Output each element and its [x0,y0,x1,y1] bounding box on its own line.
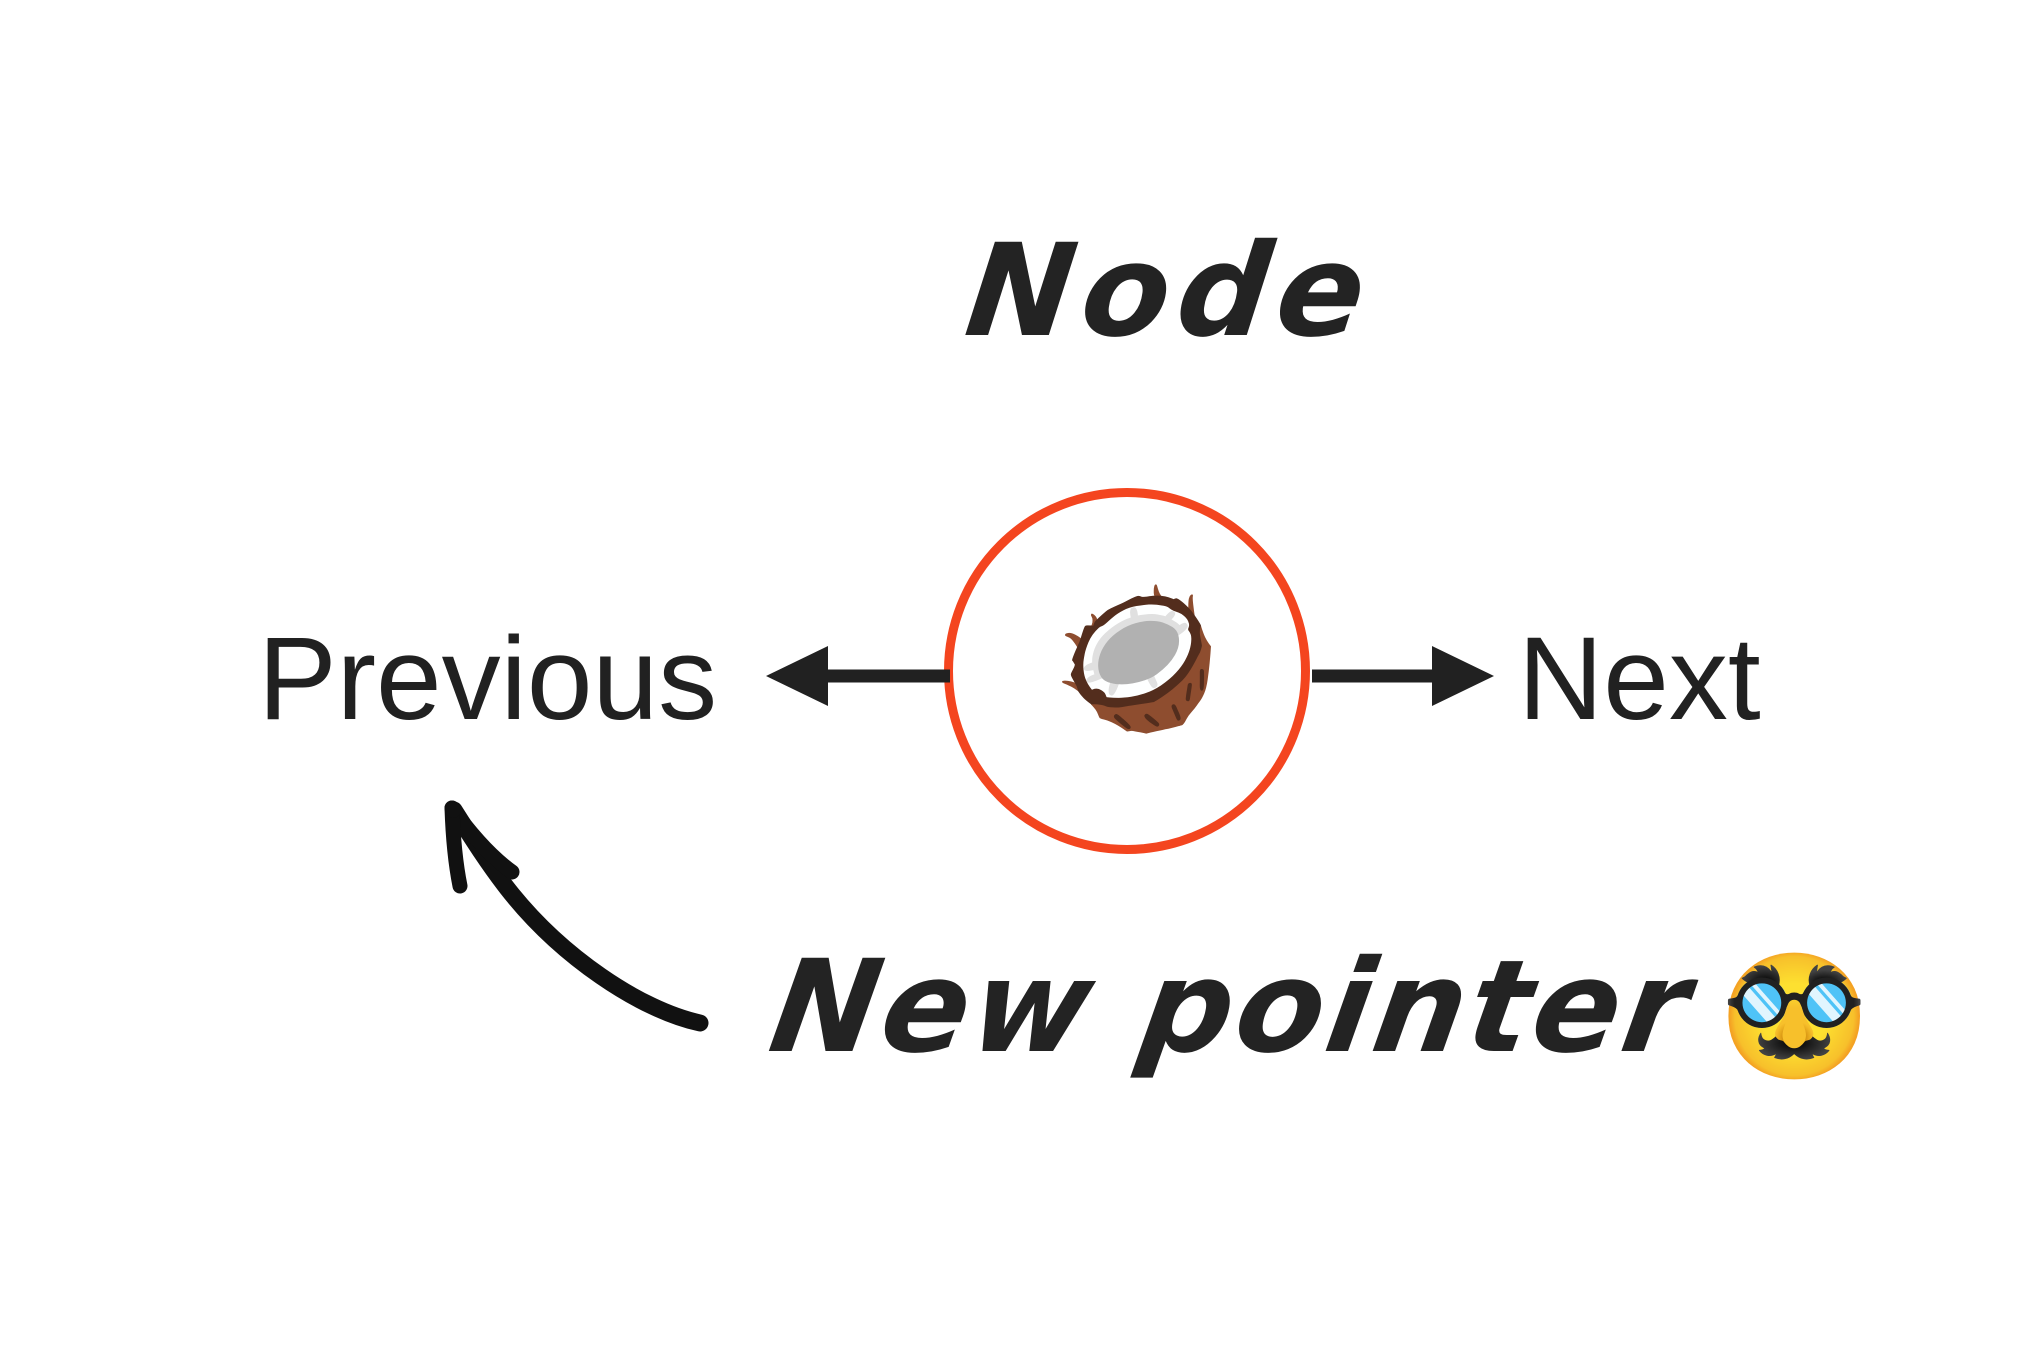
new-pointer-annotation: New pointer🥸 [761,933,1883,1086]
next-arrow [1312,646,1494,706]
curved-arrow-head-lower [444,800,468,894]
previous-arrow-head [766,646,828,706]
node-label: Node [958,217,1382,366]
previous-arrow [766,646,950,706]
coconut-emoji: 🥥 [1052,580,1222,738]
disguised-face-emoji: 🥸 [1719,947,1872,1086]
previous-label: Previous [258,613,718,745]
curved-arrow-tip [445,802,461,818]
next-label: Next [1518,613,1761,745]
new-pointer-curved-arrow [444,800,709,1032]
next-arrow-head [1432,646,1494,706]
curved-arrow-shaft [445,801,709,1032]
new-pointer-text: New pointer [761,933,1703,1082]
curved-arrow-head-upper [444,800,520,880]
